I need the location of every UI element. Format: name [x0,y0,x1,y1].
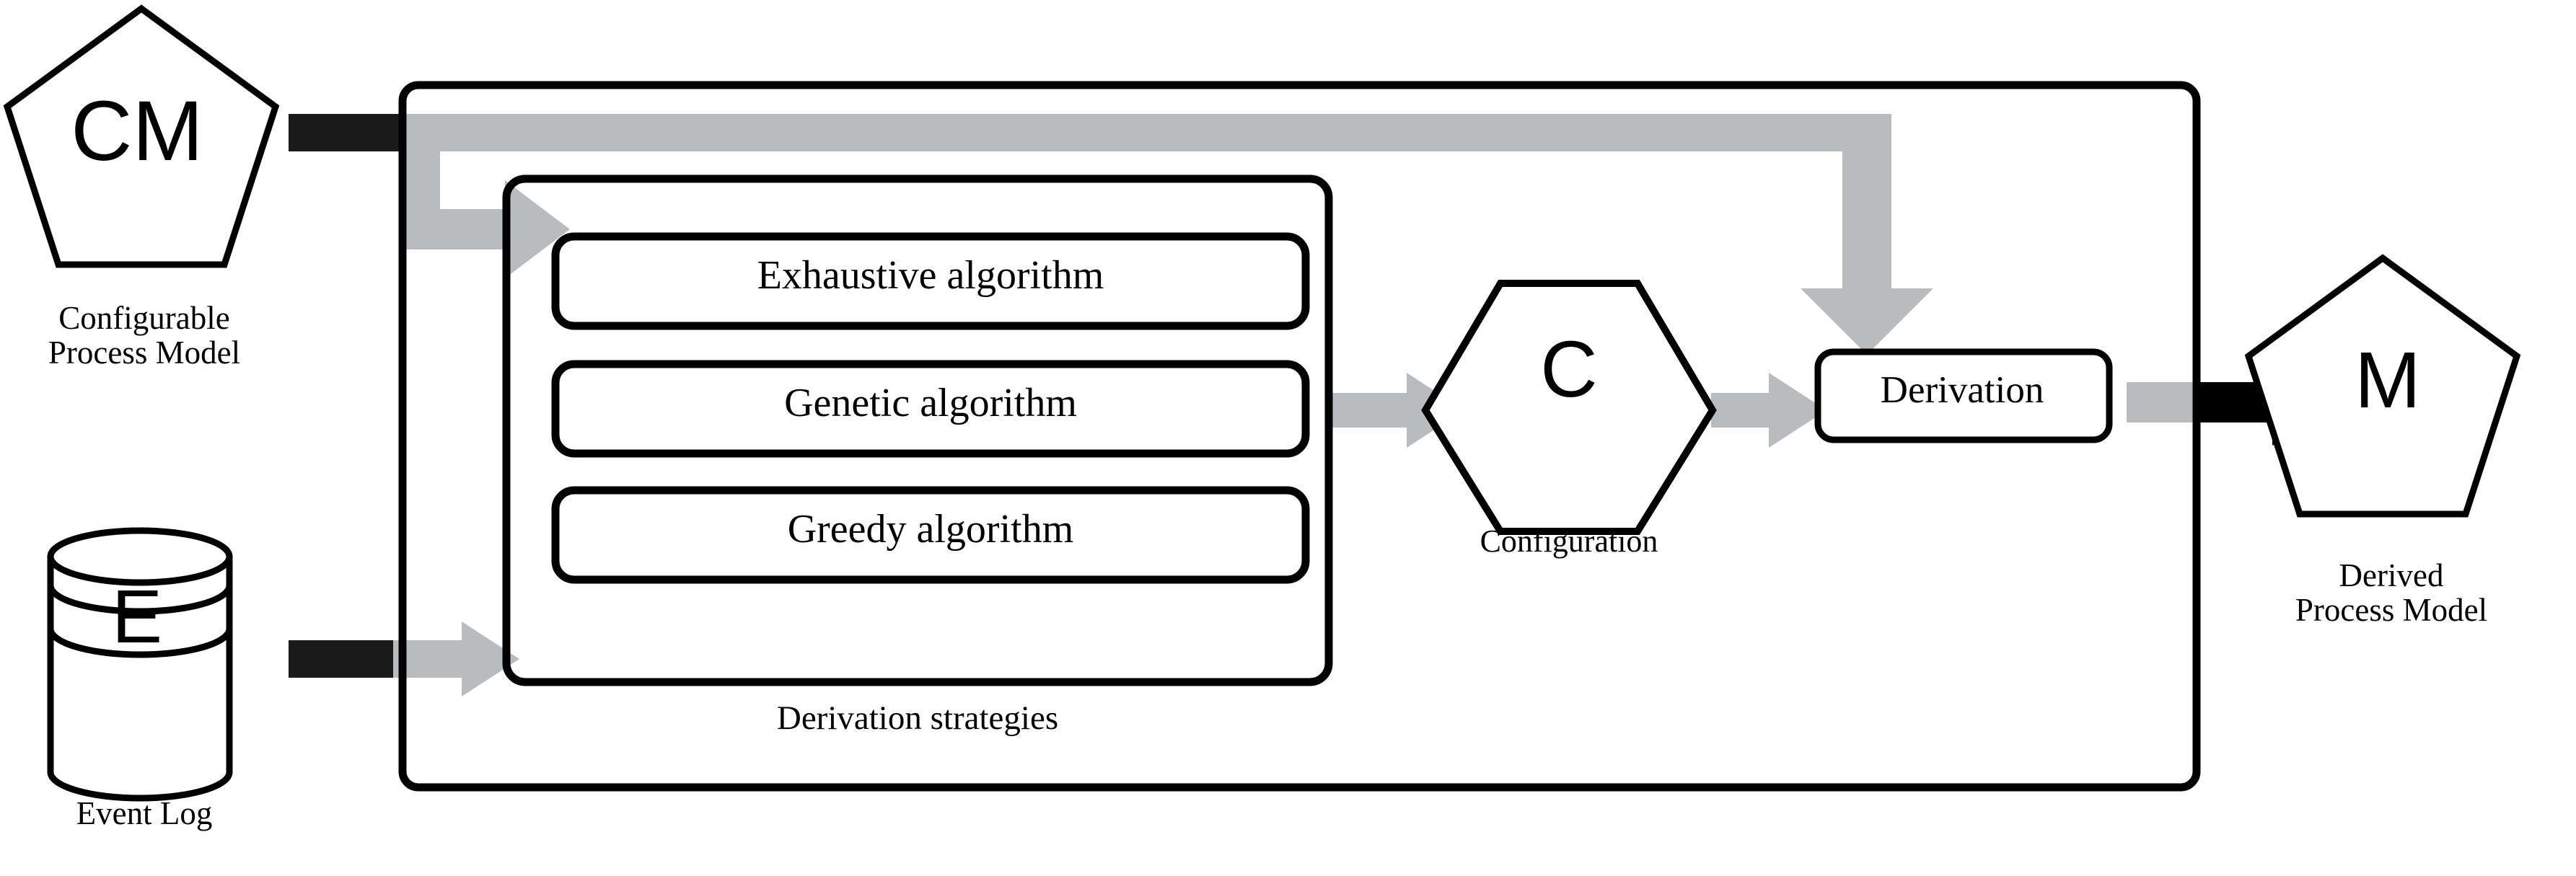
exhaustive-algorithm-box[interactable] [551,232,1310,330]
connector-cm-to-framework [289,114,415,151]
event-log-cylinder[interactable] [47,527,233,802]
configuration-hexagon[interactable] [1421,280,1717,535]
connector-cm-feedback-to-derivation [403,114,1933,355]
derived-process-model-pentagon[interactable] [2244,254,2521,518]
connector-strategies-to-configuration [1329,373,1464,448]
derivation-strategies-box[interactable] [502,174,1333,686]
framework-container[interactable] [398,81,2201,792]
derivation-box[interactable] [1814,348,2113,443]
connector-eventlog-into-strategies [393,621,519,696]
connector-configuration-to-derivation [1711,373,1827,448]
configurable-process-model-pentagon[interactable] [3,4,280,268]
genetic-algorithm-box[interactable] [551,360,1310,458]
greedy-algorithm-box[interactable] [551,486,1310,584]
connector-cm-into-strategies [403,151,570,278]
